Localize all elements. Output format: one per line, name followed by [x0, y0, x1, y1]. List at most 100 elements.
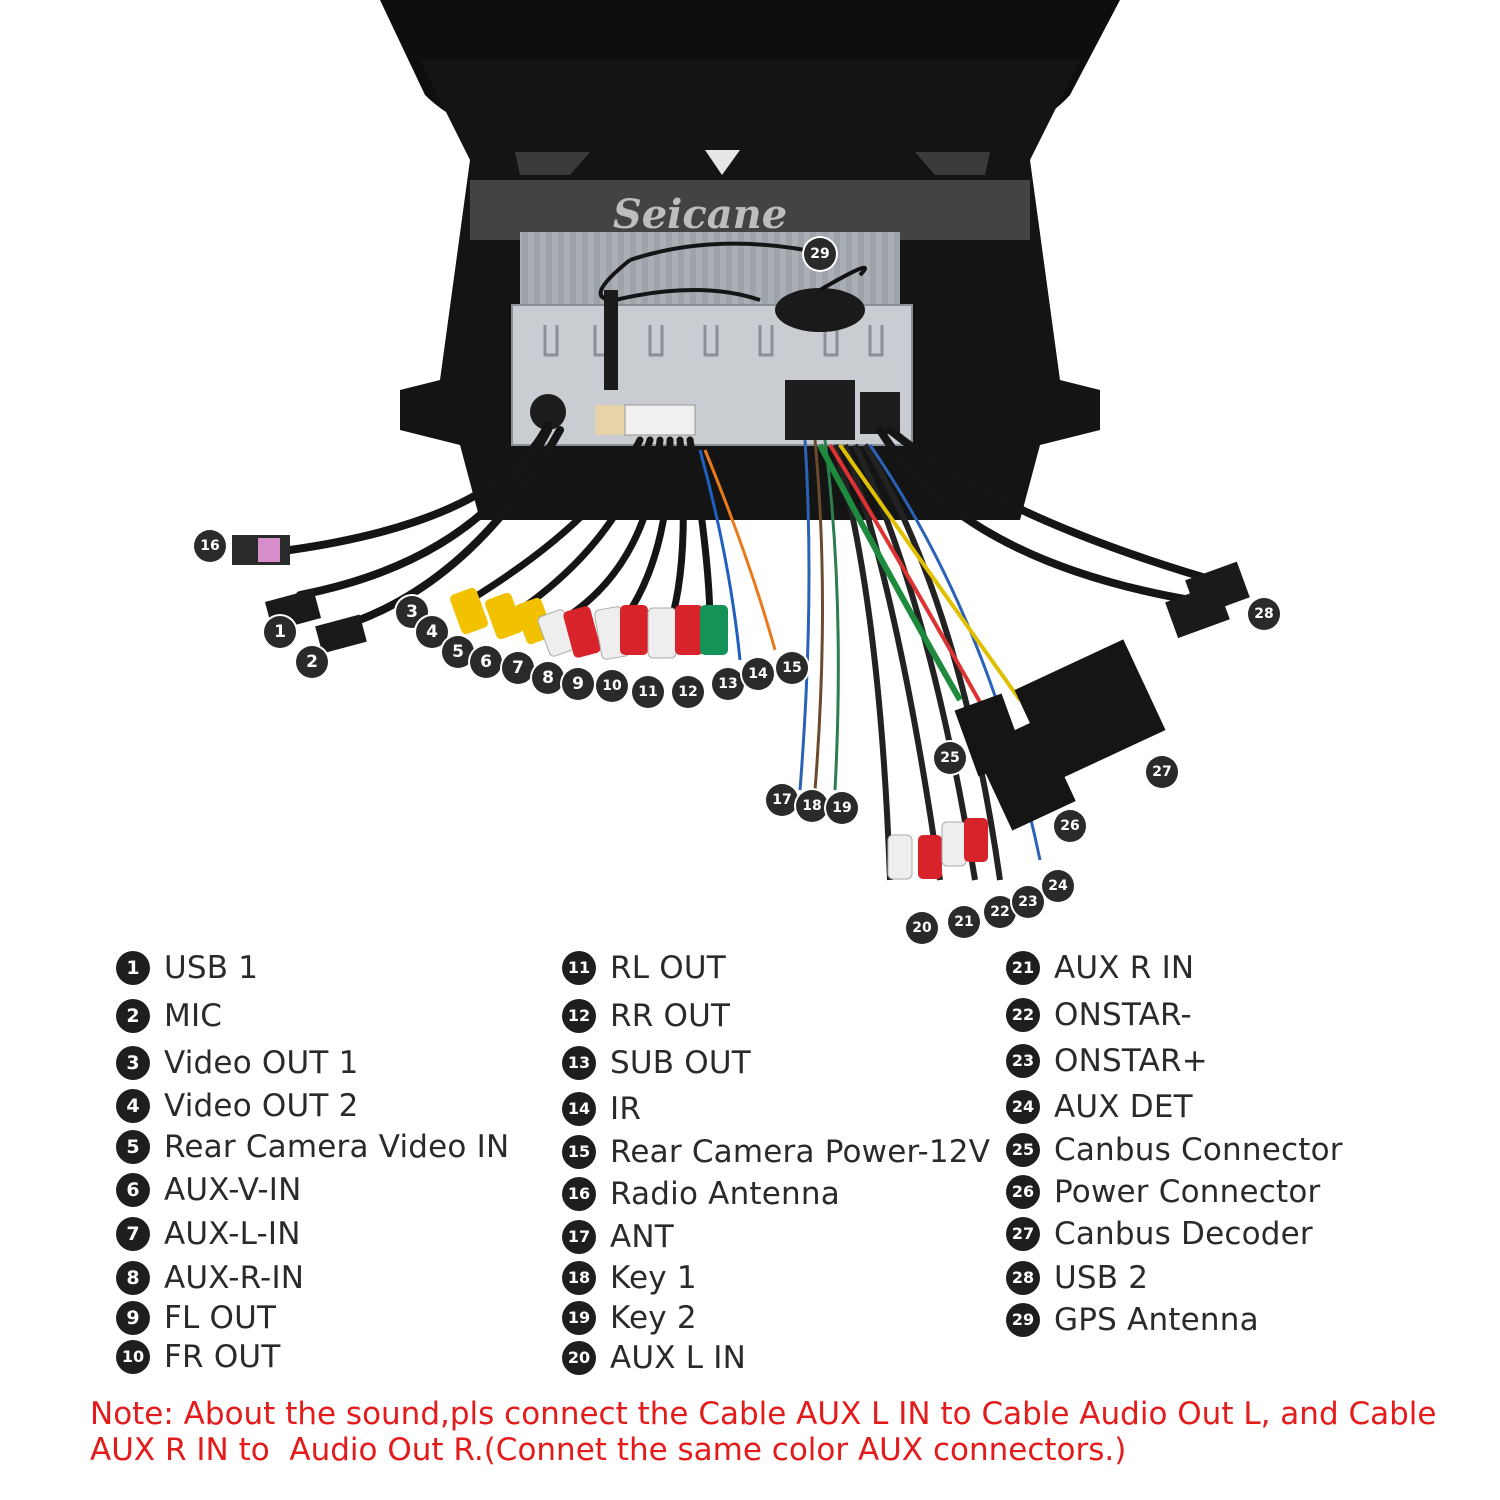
legend-number: 28	[1006, 1261, 1040, 1295]
gps-antenna-puck	[775, 288, 865, 332]
legend-number: 25	[1006, 1133, 1040, 1167]
legend-label: Power Connector	[1054, 1174, 1321, 1210]
legend-label: AUX DET	[1054, 1089, 1193, 1125]
callout-18: 18	[796, 790, 828, 822]
callout-10: 10	[596, 670, 628, 702]
legend-number: 2	[116, 999, 150, 1033]
legend-label: ONSTAR-	[1054, 997, 1192, 1033]
callout-7: 7	[502, 652, 534, 684]
legend-label: Rear Camera Power-12V	[610, 1134, 991, 1170]
legend-label: SUB OUT	[610, 1045, 751, 1081]
mic-plug	[315, 614, 367, 654]
legend-label: Rear Camera Video IN	[164, 1129, 510, 1165]
legend-item-21: 21 AUX R IN	[1006, 948, 1194, 988]
sound-note: Note: About the sound,pls connect the Ca…	[90, 1396, 1470, 1468]
legend-item-27: 27 Canbus Decoder	[1006, 1214, 1313, 1254]
callout-15: 15	[776, 652, 808, 684]
legend-label: Radio Antenna	[610, 1176, 840, 1212]
callout-6: 6	[470, 646, 502, 678]
legend-number: 24	[1006, 1090, 1040, 1124]
legend-item-17: 17 ANT	[562, 1217, 674, 1257]
callout-17: 17	[766, 784, 798, 816]
callout-4: 4	[416, 616, 448, 648]
legend-number: 8	[116, 1261, 150, 1295]
callout-21: 21	[948, 906, 980, 938]
legend-label: Video OUT 1	[164, 1045, 359, 1081]
wifi-antenna	[604, 290, 618, 390]
legend-number: 3	[116, 1046, 150, 1080]
callout-2: 2	[296, 646, 328, 678]
callout-5: 5	[442, 636, 474, 668]
callout-14: 14	[742, 658, 774, 690]
callout-26: 26	[1054, 810, 1086, 842]
legend-label: ANT	[610, 1219, 674, 1255]
legend-number: 1	[116, 951, 150, 985]
brand-watermark: Seicane	[613, 191, 787, 238]
note-line-2: AUX R IN to Audio Out R.(Connet the same…	[90, 1432, 1127, 1468]
power-plug	[785, 380, 855, 440]
head-unit-illustration: Seicane	[232, 0, 1250, 881]
legend-label: MIC	[164, 998, 223, 1034]
legend-item-9: 9 FL OUT	[116, 1298, 276, 1338]
legend-number: 9	[116, 1301, 150, 1335]
legend-item-19: 19 Key 2	[562, 1298, 697, 1338]
legend-item-1: 1 USB 1	[116, 948, 258, 988]
legend-number: 18	[562, 1261, 596, 1295]
legend-number: 20	[562, 1341, 596, 1375]
callout-20: 20	[906, 912, 938, 944]
legend-label: Canbus Decoder	[1054, 1216, 1313, 1252]
legend-item-22: 22 ONSTAR-	[1006, 995, 1192, 1035]
legend-label: Canbus Connector	[1054, 1132, 1343, 1168]
legend-number: 17	[562, 1220, 596, 1254]
legend-label: AUX-R-IN	[164, 1260, 305, 1296]
legend-label: AUX R IN	[1054, 950, 1195, 986]
callout-1: 1	[264, 616, 296, 648]
legend-label: RR OUT	[610, 998, 731, 1034]
legend-number: 27	[1006, 1217, 1040, 1251]
legend-number: 21	[1006, 951, 1040, 985]
callout-27: 27	[1146, 756, 1178, 788]
callout-13: 13	[712, 668, 744, 700]
legend-number: 13	[562, 1046, 596, 1080]
legend-label: Key 2	[610, 1300, 697, 1336]
legend-label: Key 1	[610, 1260, 697, 1296]
legend-item-2: 2 MIC	[116, 996, 222, 1036]
legend-number: 19	[562, 1301, 596, 1335]
canbus-decoder	[1014, 639, 1166, 781]
legend-label: FL OUT	[164, 1300, 277, 1336]
legend-number: 7	[116, 1217, 150, 1251]
note-line-1: Note: About the sound,pls connect the Ca…	[90, 1396, 1437, 1432]
legend-item-18: 18 Key 1	[562, 1258, 697, 1298]
legend-item-3: 3 Video OUT 1	[116, 1043, 359, 1083]
callout-12: 12	[672, 676, 704, 708]
legend-label: FR OUT	[164, 1339, 281, 1375]
callout-24: 24	[1042, 870, 1074, 902]
rca-plugs	[450, 587, 728, 660]
legend-number: 15	[562, 1135, 596, 1169]
legend-label: RL OUT	[610, 950, 726, 986]
callout-23: 23	[1012, 886, 1044, 918]
legend-number: 23	[1006, 1044, 1040, 1078]
legend-item-14: 14 IR	[562, 1089, 641, 1129]
legend-label: USB 1	[164, 950, 259, 986]
legend-label: IR	[610, 1091, 642, 1127]
callout-25: 25	[934, 742, 966, 774]
callout-11: 11	[632, 676, 664, 708]
legend-item-13: 13 SUB OUT	[562, 1043, 751, 1083]
legend-item-15: 15 Rear Camera Power-12V	[562, 1132, 990, 1172]
callout-28: 28	[1248, 598, 1280, 630]
legend-item-8: 8 AUX-R-IN	[116, 1258, 304, 1298]
legend-number: 14	[562, 1092, 596, 1126]
legend-number: 22	[1006, 998, 1040, 1032]
